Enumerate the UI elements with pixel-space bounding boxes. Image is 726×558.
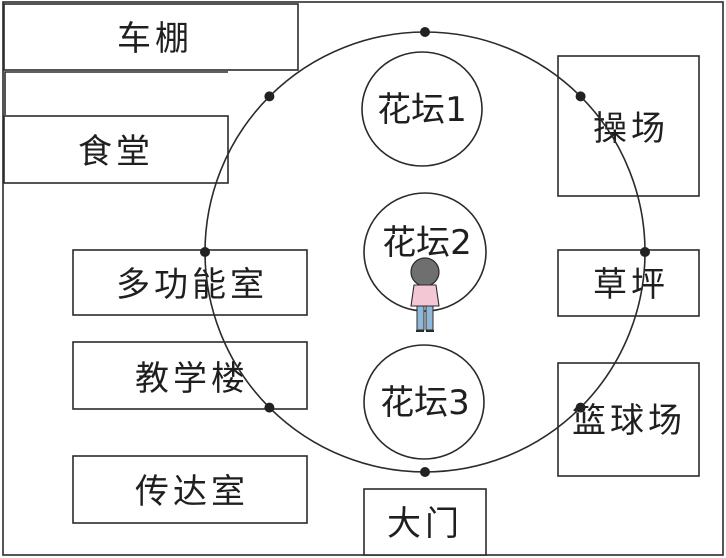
flower-bed-1-label: 花坛1 [377,90,467,130]
main-gate: 大门 [363,488,487,556]
route-marker-dot [420,467,430,477]
bike-shed-label: 车棚 [117,19,193,59]
route-marker-dot [264,402,275,413]
flower-bed-2: 花坛2 [363,192,487,312]
flower-bed-3: 花坛3 [363,344,485,460]
route-marker-dot [575,402,586,413]
route-marker-dot [264,91,275,102]
lawn-box [557,249,700,317]
teaching-building-box [72,341,308,410]
playground-label: 操场 [593,109,669,149]
multi-function-room-label: 多功能室 [116,265,268,305]
basketball-court-label: 篮球场 [572,401,686,441]
child-right-leg [425,305,434,331]
lawn-label: 草坪 [593,265,669,305]
flower-bed-2-circle [363,192,487,312]
guard-room: 传达室 [72,455,308,524]
main-gate-label: 大门 [387,504,463,544]
bike-shed: 车棚 [3,3,299,71]
bike-shed-box [3,3,299,71]
guard-room-label: 传达室 [135,472,249,512]
upper-left-wall [4,71,228,115]
route-markers [200,27,650,477]
route-marker-dot [200,247,210,257]
basketball-court: 篮球场 [557,362,700,477]
route-marker-dot [575,91,586,102]
flower-bed-1: 花坛1 [361,51,483,167]
teaching-building-label: 教学楼 [135,359,249,399]
flower-bed-3-circle [363,344,485,460]
child-figure [410,257,440,332]
child-head [410,257,440,287]
flower-bed-2-label: 花坛2 [382,223,472,263]
guard-room-box [72,455,308,524]
flower-bed-3-label: 花坛3 [380,383,470,423]
child-left-leg [416,305,425,331]
route-marker-dot [640,247,650,257]
multi-function-room-box [72,249,308,316]
lawn: 草坪 [557,249,700,317]
canteen: 食堂 [3,115,229,184]
multi-function-room: 多功能室 [72,249,308,316]
route-marker-dot [420,27,430,37]
playground-box [557,55,700,197]
basketball-court-box [557,362,700,477]
canteen-box [3,115,229,184]
child-shirt [410,284,440,307]
main-gate-box [363,488,487,556]
teaching-building: 教学楼 [72,341,308,410]
flower-bed-1-circle [361,51,483,167]
canteen-label: 食堂 [78,132,154,172]
playground: 操场 [557,55,700,197]
